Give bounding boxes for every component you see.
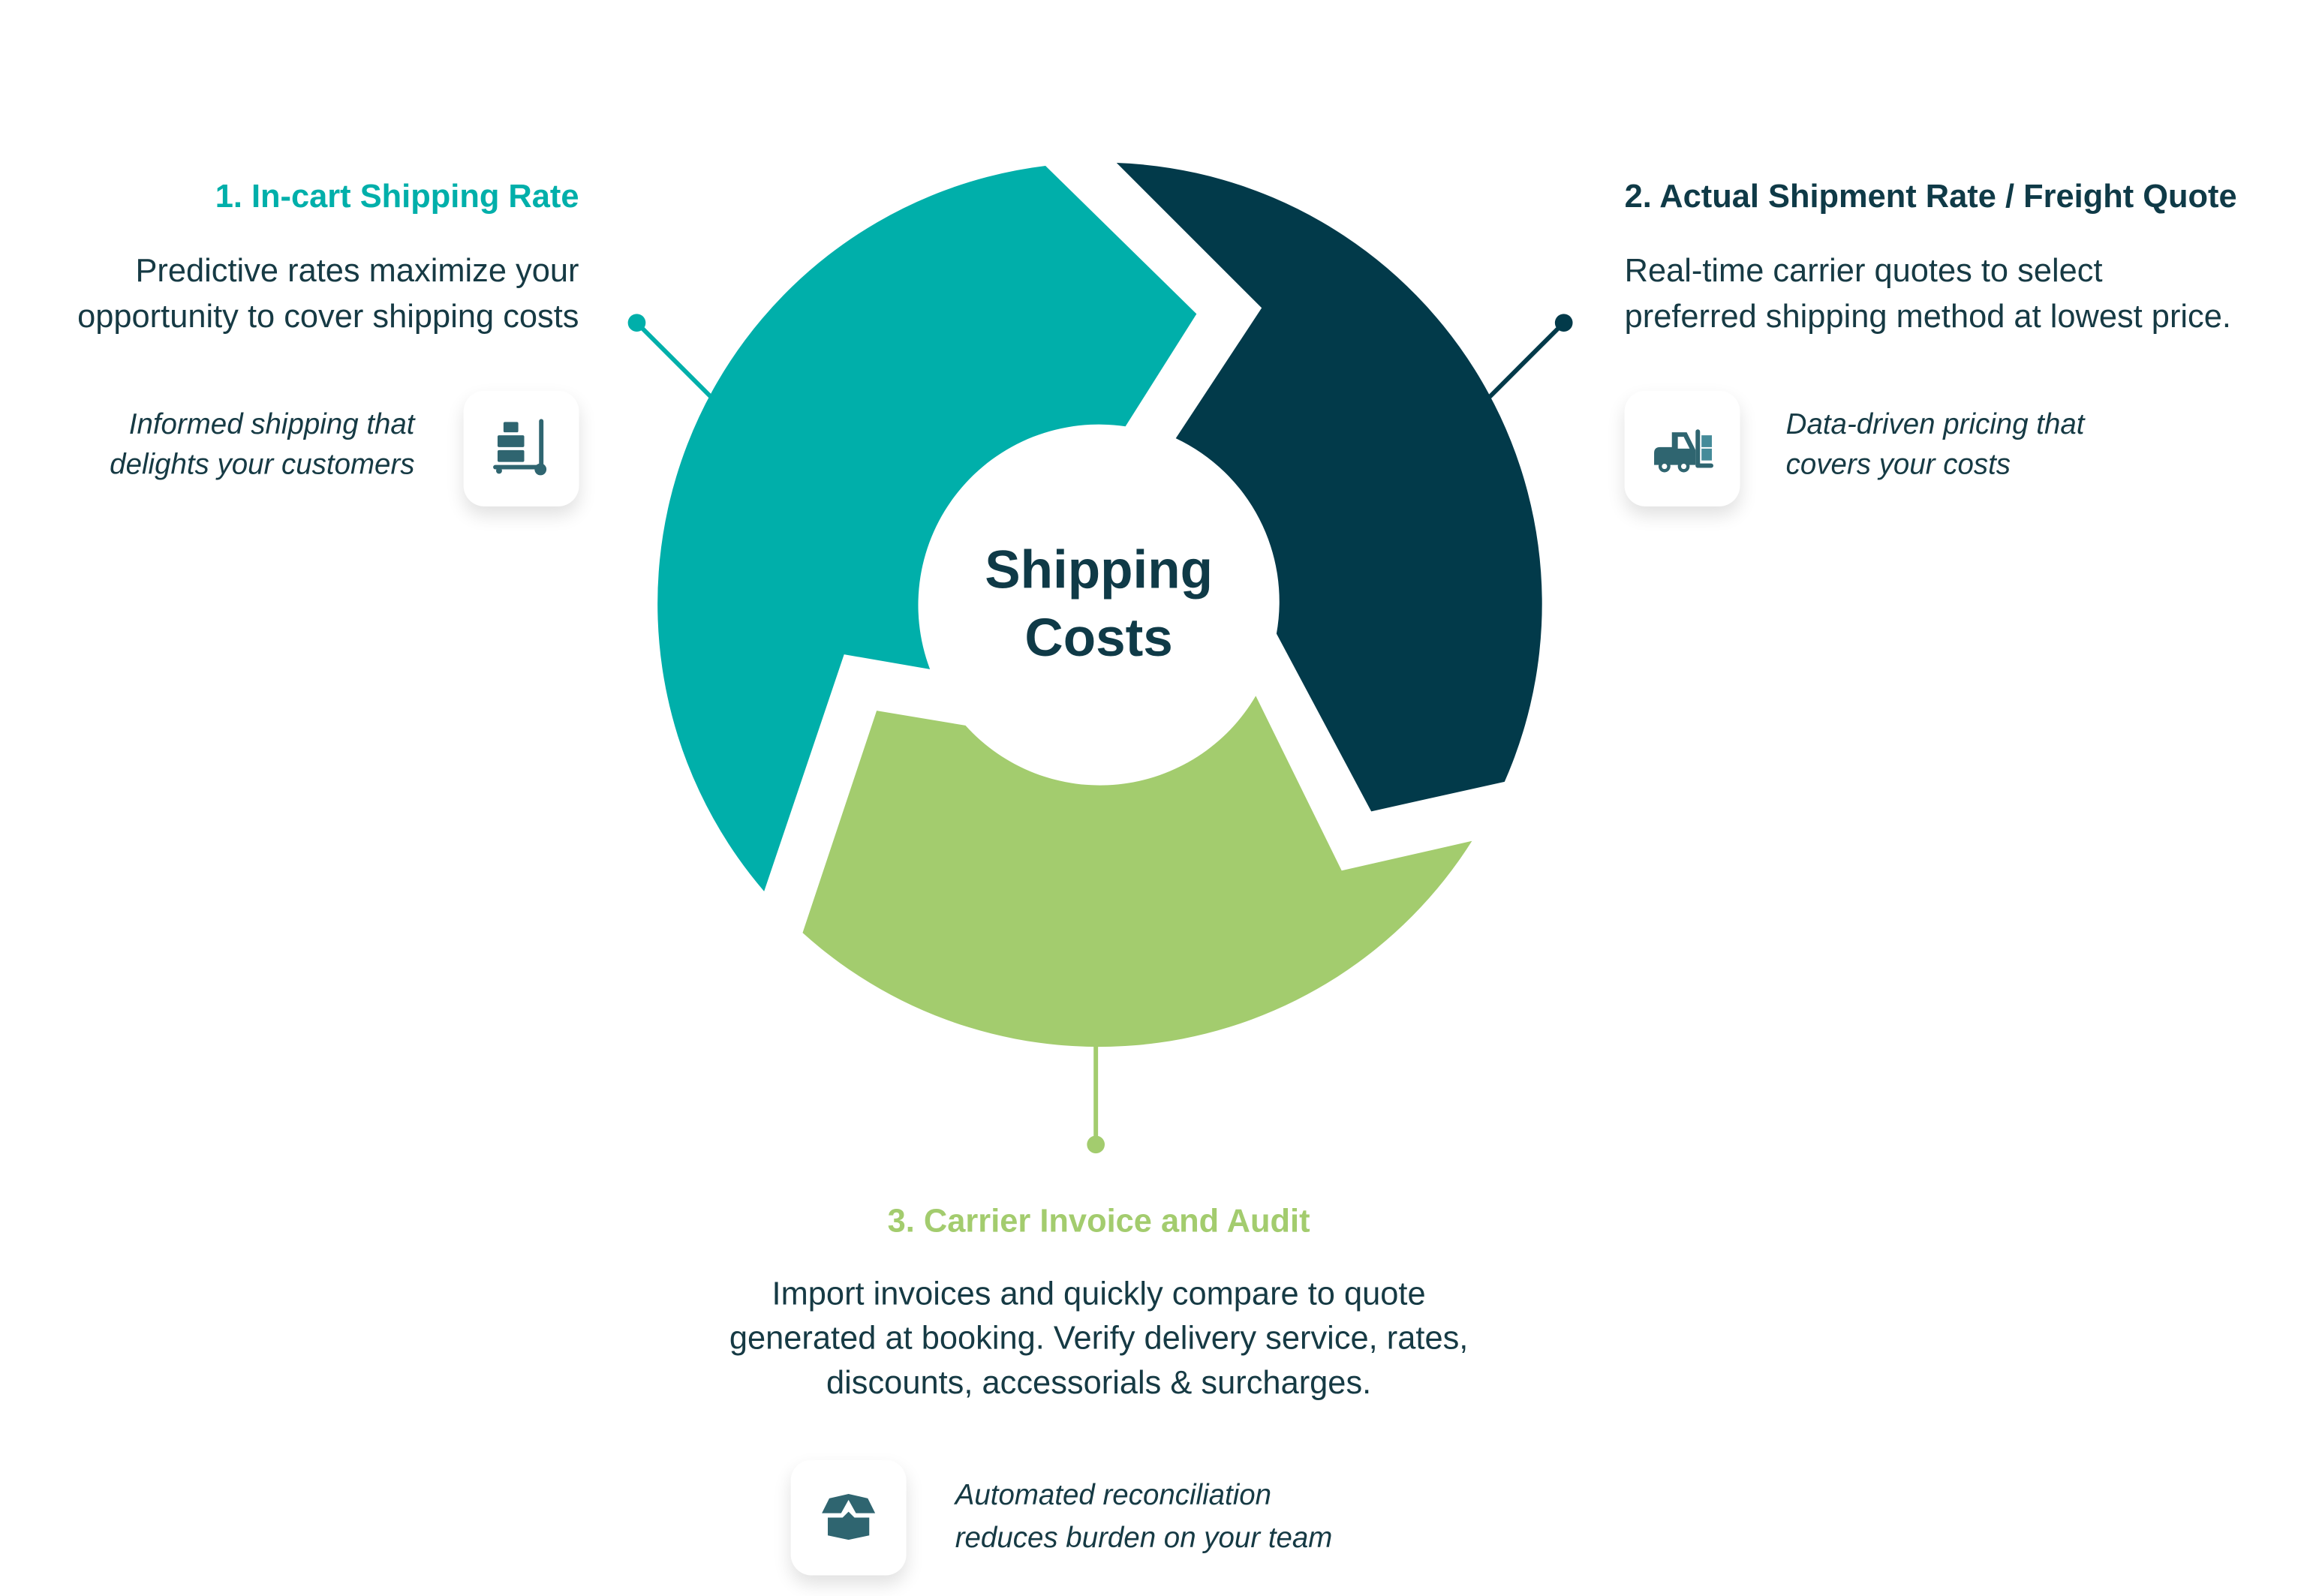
step-2-icon-card (1624, 390, 1740, 506)
step-1-title: 1. In-cart Shipping Rate (215, 177, 579, 215)
hand-truck-boxes-icon (493, 419, 547, 476)
step-2-description: Real-time carrier quotes to select prefe… (1625, 248, 2231, 339)
step-1-description-line: opportunity to cover shipping costs (77, 297, 579, 335)
step-1-note-line: Informed shipping that (128, 408, 415, 442)
step-2-note-line: covers your costs (1785, 448, 2011, 482)
step-3-note-line: Automated reconciliation (955, 1479, 1272, 1512)
connector-step-1 (627, 314, 713, 398)
step-3-title: 3. Carrier Invoice and Audit (887, 1202, 1310, 1240)
center-label-line2: Costs (1024, 607, 1173, 668)
connector-step-3 (1087, 1045, 1105, 1154)
step-2-title: 2. Actual Shipment Rate / Freight Quote (1624, 177, 2237, 215)
center-label-line1: Shipping (985, 539, 1214, 600)
forklift-icon (1654, 429, 1713, 473)
step-3-description-line: Import invoices and quickly compare to q… (771, 1274, 1426, 1312)
step-1-note-line: delights your customers (110, 448, 415, 482)
step-3-note-line: reduces burden on your team (955, 1522, 1333, 1555)
connector-step-2 (1487, 314, 1573, 398)
segment-carrier-invoice (802, 696, 1472, 1047)
step-3-description: Import invoices and quickly compare to q… (580, 1272, 1617, 1405)
step-3-icon-card (790, 1459, 907, 1576)
step-3-description-line: discounts, accessorials & surcharges. (826, 1363, 1372, 1401)
center-label: Shipping Costs (921, 536, 1277, 672)
step-2-note: Data-driven pricing that covers your cos… (1786, 406, 2085, 486)
step-1-icon-card (463, 390, 579, 506)
segment-actual-shipment-rate (1116, 163, 1542, 812)
step-1-note: Informed shipping that delights your cus… (110, 406, 414, 486)
segment-in-cart-rate (657, 165, 1197, 891)
step-2-description-line: Real-time carrier quotes to select (1624, 251, 2103, 289)
step-3-note: Automated reconciliation reduces burden … (955, 1474, 1333, 1560)
step-1-description: Predictive rates maximize your opportuni… (77, 248, 579, 339)
step-2-description-line: preferred shipping method at lowest pric… (1624, 297, 2231, 335)
open-box-icon (822, 1493, 876, 1540)
step-1-description-line: Predictive rates maximize your (135, 251, 579, 289)
step-2-note-line: Data-driven pricing that (1785, 408, 2085, 442)
step-3-description-line: generated at booking. Verify delivery se… (729, 1319, 1469, 1357)
